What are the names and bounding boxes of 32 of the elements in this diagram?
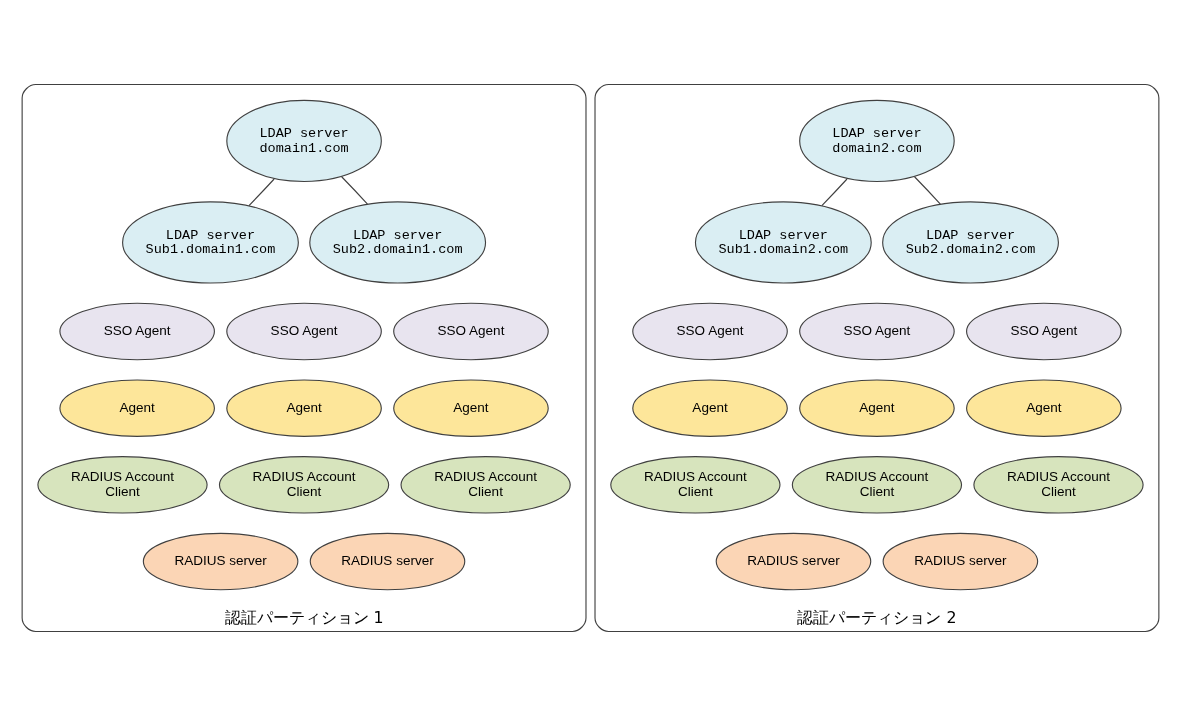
node-ellipse: Agent bbox=[799, 379, 955, 437]
connector bbox=[341, 176, 369, 205]
node-ellipse: RADIUS server bbox=[882, 532, 1039, 591]
node-ellipse: Agent bbox=[59, 379, 215, 437]
node-ellipse: RADIUS Account Client bbox=[973, 456, 1144, 514]
connector bbox=[821, 178, 848, 207]
node-ellipse: Agent bbox=[393, 379, 549, 437]
node-ellipse: SSO Agent bbox=[393, 302, 549, 361]
node-ellipse: SSO Agent bbox=[226, 302, 382, 361]
node-ellipse: RADIUS server bbox=[309, 532, 466, 591]
node-ellipse: RADIUS Account Client bbox=[400, 456, 571, 514]
node-ellipse: LDAP server Sub2.domain2.com bbox=[882, 201, 1059, 284]
connector bbox=[248, 178, 275, 207]
node-ellipse: LDAP server Sub1.domain1.com bbox=[122, 201, 299, 284]
node-ellipse: RADIUS Account Client bbox=[610, 456, 781, 514]
node-ellipse: Agent bbox=[966, 379, 1122, 437]
connector bbox=[913, 176, 941, 205]
node-ellipse: RADIUS Account Client bbox=[218, 456, 390, 514]
node-ellipse: LDAP server domain1.com bbox=[226, 99, 382, 183]
node-ellipse: RADIUS server bbox=[715, 532, 872, 591]
node-ellipse: LDAP server Sub1.domain2.com bbox=[694, 201, 872, 284]
node-ellipse: RADIUS Account Client bbox=[37, 456, 208, 514]
node-ellipse: LDAP server domain2.com bbox=[799, 99, 955, 183]
node-ellipse: SSO Agent bbox=[632, 302, 788, 361]
node-ellipse: LDAP server Sub2.domain1.com bbox=[309, 201, 487, 284]
node-ellipse: RADIUS Account Client bbox=[791, 456, 963, 514]
node-ellipse: RADIUS server bbox=[142, 532, 299, 591]
node-ellipse: Agent bbox=[226, 379, 382, 437]
node-ellipse: SSO Agent bbox=[59, 302, 215, 361]
node-ellipse: SSO Agent bbox=[799, 302, 955, 361]
node-ellipse: Agent bbox=[632, 379, 788, 437]
node-ellipse: SSO Agent bbox=[966, 302, 1122, 361]
